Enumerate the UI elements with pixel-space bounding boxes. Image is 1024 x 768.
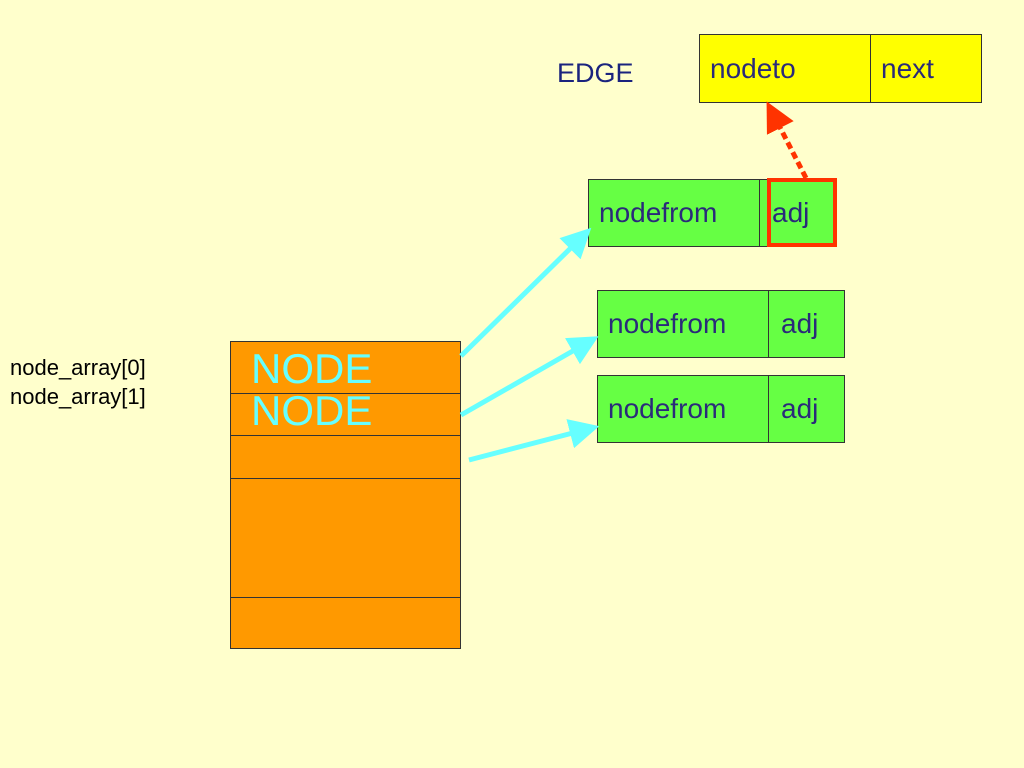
edge-box-3-nodefrom-label: nodefrom [608, 393, 727, 424]
edge-box-3-nodefrom-cell: nodefrom [597, 375, 769, 443]
pointer-arrow-to-edge3 [468, 419, 600, 463]
node-array-cell-2 [230, 435, 461, 479]
edge-box-2-nodefrom-label: nodefrom [608, 308, 727, 339]
node-array-cell-3 [230, 478, 461, 598]
edge-box-2-adj-label: adj [781, 308, 819, 339]
edge-box-1-nodefrom-cell: nodefrom [588, 179, 760, 247]
edge-title: EDGE [557, 58, 634, 88]
edge-box-3-adj-cell: adj [768, 375, 845, 443]
edge-box-1-nodefrom-label: nodefrom [599, 197, 718, 228]
pointer-arrow-node0-to-edge1 [459, 227, 592, 358]
edge-nodeto-cell: nodeto [699, 34, 871, 103]
edge-box-2-adj-cell: adj [768, 290, 845, 358]
edge-nodeto-label: nodeto [710, 52, 796, 84]
edge-next-cell: next [870, 34, 982, 103]
edge-box-3-adj-label: adj [781, 393, 819, 424]
node-array-cell-1: NODE [230, 387, 461, 436]
adj-highlight-box [767, 178, 837, 247]
node-array-0-label: node_array[0] [10, 355, 146, 380]
node-array-cell-0-text: NODE [251, 345, 373, 392]
pointer-arrow-node1-to-edge2 [459, 336, 599, 418]
edge-box-2-nodefrom-cell: nodefrom [597, 290, 769, 358]
edge-box-1-adj-label: adj [772, 197, 810, 228]
node-array-cell-4 [230, 597, 461, 649]
edge-next-label: next [881, 52, 934, 84]
node-array-1-label: node_array[1] [10, 384, 146, 409]
adj-to-edge-dotted-arrow [766, 101, 809, 180]
node-array-cell-1-text: NODE [251, 387, 373, 434]
